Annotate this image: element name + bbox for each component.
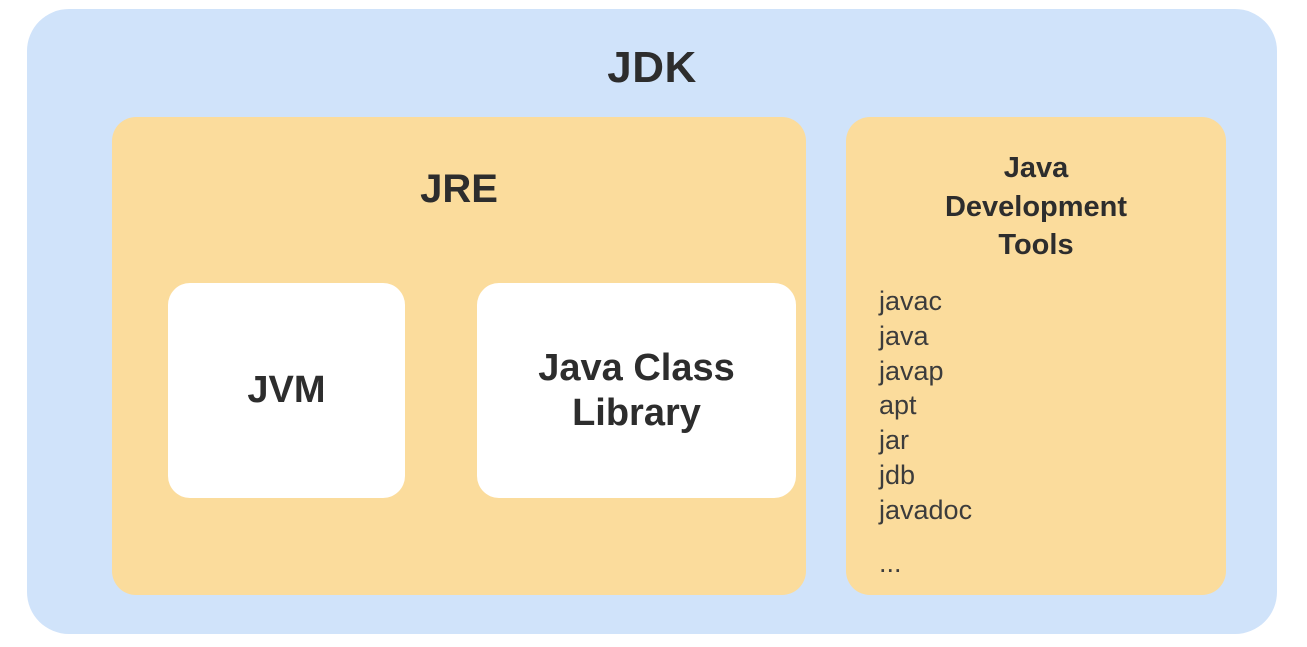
tool-list-item: apt: [879, 390, 917, 421]
tool-list-item: javac: [879, 286, 943, 316]
java-development-tools-container: Java Development Tools javac java javap apt…: [846, 117, 1226, 595]
tool-list-item: ...: [879, 547, 902, 578]
jre-container: JRE JVM Java Class Library: [112, 117, 806, 595]
tool-list-item: jar: [879, 425, 910, 456]
java-class-library-label: Java Class Library: [538, 346, 735, 434]
tool-list-item: jdb: [879, 460, 916, 491]
java-class-library-card: Java Class Library: [477, 283, 796, 498]
tool-list-item: java: [879, 320, 929, 351]
jvm-label: JVM: [247, 369, 326, 412]
jvm-card: JVM: [168, 283, 405, 498]
jre-title: JRE: [420, 167, 498, 211]
java-development-tools-title: Java Development Tools: [944, 152, 1128, 262]
tool-list-item: javap: [879, 355, 944, 386]
jdk-title: JDK: [607, 43, 697, 92]
tool-list-item: javadoc: [879, 494, 973, 525]
jdk-container: JDK JRE JVM Java Class Library Java Deve…: [27, 9, 1277, 634]
